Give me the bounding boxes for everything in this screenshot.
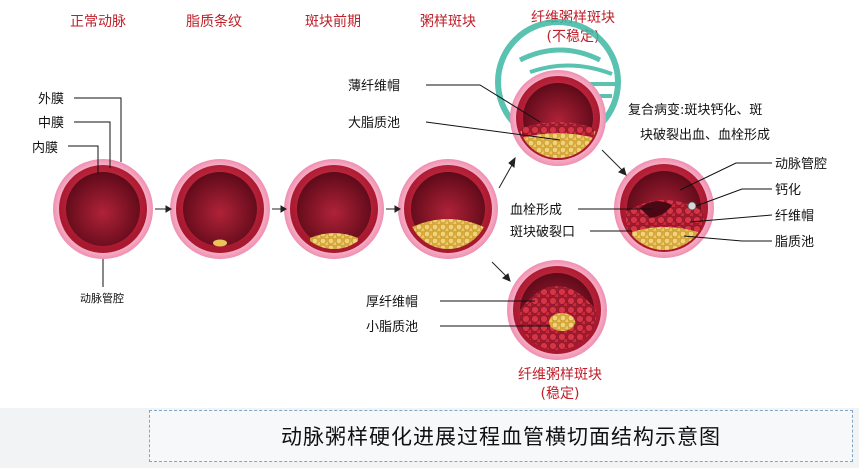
vessel-fatty-streak (170, 159, 270, 259)
label-inner-membrane: 内膜 (32, 140, 58, 156)
label-lumen: 动脉管腔 (80, 291, 124, 305)
label-outer-membrane: 外膜 (38, 92, 64, 107)
vessel-complicated (614, 158, 714, 258)
label-thick-cap: 厚纤维帽 (366, 294, 418, 310)
caption-text: 动脉粥样硬化进展过程血管横切面结构示意图 (281, 425, 721, 449)
label-fibrous-cap: 纤维帽 (775, 208, 814, 224)
leader-lumen-2 (679, 162, 772, 191)
stage-subtitle-stable: (稳定) (541, 386, 580, 402)
leader-inner (68, 145, 99, 174)
stage-title-stable: 纤维粥样斑块 (518, 366, 602, 383)
leader-large-pool (425, 121, 561, 141)
leader-lipid-pool (683, 235, 772, 242)
vessel-normal (53, 159, 153, 259)
label-middle-membrane: 中膜 (38, 116, 64, 131)
diagram-canvas: 正常动脉 脂质条纹 斑块前期 粥样斑块 纤维粥样斑块 (不稳定) (32, 9, 827, 402)
label-complication-line1: 复合病变:斑块钙化、斑 (628, 102, 762, 118)
label-small-pool: 小脂质池 (366, 320, 418, 335)
leader-fibrous-cap (689, 214, 773, 223)
vessel-preatheroma (284, 159, 384, 259)
label-thrombus: 血栓形成 (510, 203, 562, 218)
stage-title-normal: 正常动脉 (70, 14, 126, 30)
vessel-unstable (510, 70, 606, 166)
progression-arrows (155, 149, 627, 282)
label-complication-line2: 块破裂出血、血栓形成 (640, 128, 770, 143)
leader-middle (74, 121, 111, 168)
label-thin-cap: 薄纤维帽 (348, 78, 400, 94)
vessel-stable (507, 260, 607, 360)
label-calcification: 钙化 (775, 183, 801, 198)
stage-title-preatheroma: 斑块前期 (305, 13, 361, 30)
stage-title-fatty-streak: 脂质条纹 (186, 13, 242, 30)
leader-calcification (695, 188, 772, 207)
stage-title-atheroma: 粥样斑块 (420, 13, 476, 30)
leader-outer (74, 97, 122, 162)
leader-thin-cap (426, 84, 541, 123)
caption-box: 动脉粥样硬化进展过程血管横切面结构示意图 (149, 410, 853, 462)
label-lipid-pool: 脂质池 (775, 235, 814, 250)
stage-subtitle-unstable: (不稳定) (547, 29, 600, 45)
label-large-pool: 大脂质池 (348, 116, 400, 131)
vessel-atheroma (398, 159, 498, 259)
label-rupture: 斑块破裂口 (510, 225, 575, 240)
label-lumen-2: 动脉管腔 (775, 157, 827, 172)
